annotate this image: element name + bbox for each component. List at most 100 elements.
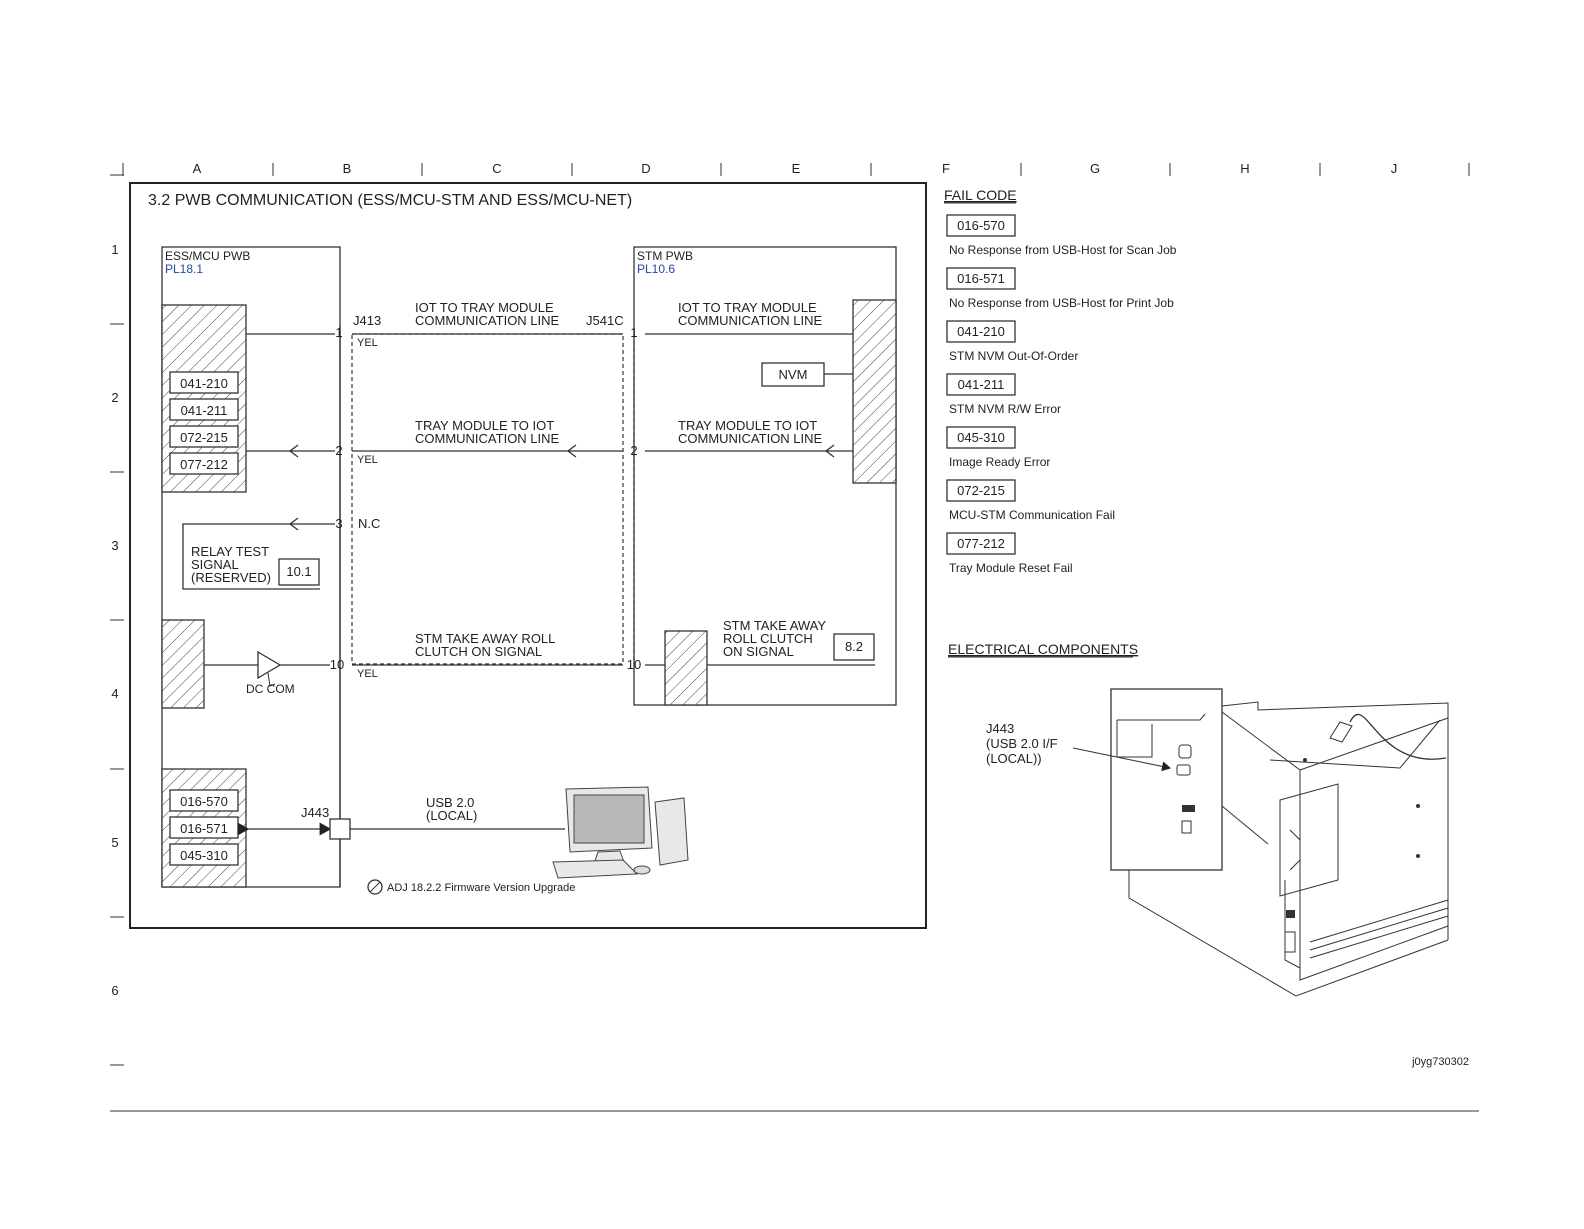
signal-label: RELAY TEST — [191, 544, 269, 559]
fail-code[interactable]: 072-215 — [957, 483, 1005, 498]
usb-local-line: J443 USB 2.0 (LOCAL) — [237, 795, 565, 840]
fail-code-box[interactable] — [946, 479, 1016, 502]
dc-com-label: DC COM — [246, 682, 295, 696]
grid-col-label: E — [792, 161, 801, 176]
signal-label: ROLL CLUTCH — [723, 631, 813, 646]
wire-color-label: N.C — [358, 516, 380, 531]
fail-code-box[interactable] — [946, 426, 1016, 449]
fail-code-desc: STM NVM R/W Error — [949, 402, 1061, 416]
fail-code-box[interactable] — [946, 320, 1016, 343]
usb-label: (LOCAL) — [426, 808, 477, 823]
fail-code[interactable]: 016-570 — [957, 218, 1005, 233]
fail-code-heading: FAIL CODE — [944, 187, 1017, 203]
ess-code-label[interactable]: 041-210 — [180, 376, 228, 391]
grid-col-label: B — [343, 161, 352, 176]
signal-label: (RESERVED) — [191, 570, 271, 585]
host-computer-icon — [552, 786, 689, 879]
grid-col-label: H — [1240, 161, 1249, 176]
fail-code-box[interactable] — [946, 532, 1016, 555]
pin-number: 2 — [335, 443, 342, 458]
connector-j541c: J541C — [586, 313, 624, 328]
adj-note-text[interactable]: ADJ 18.2.2 Firmware Version Upgrade — [387, 882, 575, 894]
grid-row-label: 3 — [111, 538, 118, 553]
grid-column-labels: A B C D E F G H J — [193, 161, 1398, 176]
ess-board-ref-link[interactable]: PL18.1 — [165, 262, 203, 276]
signal-label: TRAY MODULE TO IOT — [678, 418, 817, 433]
grid-row-label: 5 — [111, 835, 118, 850]
figure-id: j0yg730302 — [1411, 1056, 1469, 1068]
relay-test-signal-line: 3 N.C RELAY TEST SIGNAL (RESERVED) 10.1 — [182, 516, 380, 590]
pin-number: 10 — [330, 657, 344, 672]
ess-code-label[interactable]: 016-570 — [180, 794, 228, 809]
connector-j443: J443 — [301, 805, 329, 820]
fail-code-box[interactable] — [946, 373, 1016, 396]
fail-code[interactable]: 045-310 — [957, 430, 1005, 445]
signal-label: COMMUNICATION LINE — [678, 313, 823, 328]
signal-label: IOT TO TRAY MODULE — [415, 300, 554, 315]
signal-label: CLUTCH ON SIGNAL — [415, 644, 542, 659]
dc-com-buffer-symbol — [257, 650, 282, 680]
connector-j413: J413 — [353, 313, 381, 328]
stm-board-ref-link[interactable]: PL10.6 — [637, 262, 675, 276]
ess-fail-code-list-lower: 016-570 016-571 045-310 — [169, 789, 239, 866]
signal-label: STM TAKE AWAY ROLL — [415, 631, 555, 646]
fail-code-box[interactable] — [946, 214, 1016, 237]
ess-code-label[interactable]: 016-571 — [180, 821, 228, 836]
grid-col-label: G — [1090, 161, 1100, 176]
takeaway-clutch-signal-line: DC COM 10 10 YEL STM TAKE AWAY ROLL CLUT… — [204, 618, 875, 696]
signal-label: TRAY MODULE TO IOT — [415, 418, 554, 433]
pin-number: 2 — [630, 443, 637, 458]
ess-code-label[interactable]: 077-212 — [180, 457, 228, 472]
fail-code[interactable]: 041-211 — [958, 377, 1005, 392]
ess-hatched-block-middle — [161, 619, 205, 709]
grid-row-ticks — [110, 323, 124, 1066]
grid-row-labels: 1 2 3 4 5 6 — [111, 242, 118, 998]
grid-col-label: C — [492, 161, 501, 176]
signal-label: SIGNAL — [191, 557, 239, 572]
wire-color-label: YEL — [357, 668, 378, 680]
ess-code-label[interactable]: 041-211 — [181, 403, 228, 418]
signal-label: COMMUNICATION LINE — [415, 313, 560, 328]
j443-connector-box — [329, 818, 351, 840]
ref-label-clutch[interactable]: 8.2 — [845, 639, 863, 654]
fail-code-desc: No Response from USB-Host for Scan Job — [949, 243, 1177, 257]
ref-box-clutch[interactable] — [833, 633, 875, 661]
fail-code-desc: MCU-STM Communication Fail — [949, 508, 1115, 522]
pin-number: 1 — [630, 325, 637, 340]
ref-box-relay[interactable] — [278, 558, 320, 586]
signal-label: ON SIGNAL — [723, 644, 794, 659]
grid-row-label: 4 — [111, 686, 118, 701]
fail-code-box[interactable] — [946, 267, 1016, 290]
grid-row-label: 1 — [111, 242, 118, 257]
fail-code-desc: Image Ready Error — [949, 455, 1050, 469]
fail-code[interactable]: 077-212 — [957, 536, 1005, 551]
grid-col-label: A — [193, 161, 202, 176]
j443-callout-label: (LOCAL)) — [986, 751, 1042, 766]
signal-label: STM TAKE AWAY — [723, 618, 826, 633]
ess-code-label[interactable]: 045-310 — [180, 848, 228, 863]
grid-col-label: F — [942, 161, 950, 176]
j443-callout-label: (USB 2.0 I/F — [986, 736, 1058, 751]
grid-frame: A B C D E F G H J 1 2 3 4 5 6 — [110, 161, 1470, 1066]
ref-label-relay[interactable]: 10.1 — [286, 564, 311, 579]
tray-to-iot-signal-line: 2 2 YEL TRAY MODULE TO IOT COMMUNICATION… — [246, 418, 853, 466]
wire-color-label: YEL — [357, 454, 378, 466]
usb-port-detail-inset — [1110, 688, 1223, 871]
fail-code-desc: Tray Module Reset Fail — [949, 561, 1073, 575]
fail-code-desc: No Response from USB-Host for Print Job — [949, 296, 1174, 310]
fail-code[interactable]: 016-571 — [957, 271, 1005, 286]
wire-color-label: YEL — [357, 337, 378, 349]
grid-col-label: D — [641, 161, 650, 176]
ess-board-name: ESS/MCU PWB — [165, 249, 250, 263]
fail-code[interactable]: 041-210 — [957, 324, 1005, 339]
ess-code-label[interactable]: 072-215 — [180, 430, 228, 445]
diagram-title: 3.2 PWB COMMUNICATION (ESS/MCU-STM AND E… — [148, 192, 632, 209]
grid-row-label: 6 — [111, 983, 118, 998]
fail-code-list: 016-570 No Response from USB-Host for Sc… — [946, 214, 1177, 575]
grid-row-label: 2 — [111, 390, 118, 405]
j443-callout-label: J443 — [986, 721, 1014, 736]
stm-board-name: STM PWB — [637, 249, 693, 263]
ess-fail-code-list-upper: 041-210 041-211 072-215 077-212 — [169, 371, 239, 475]
